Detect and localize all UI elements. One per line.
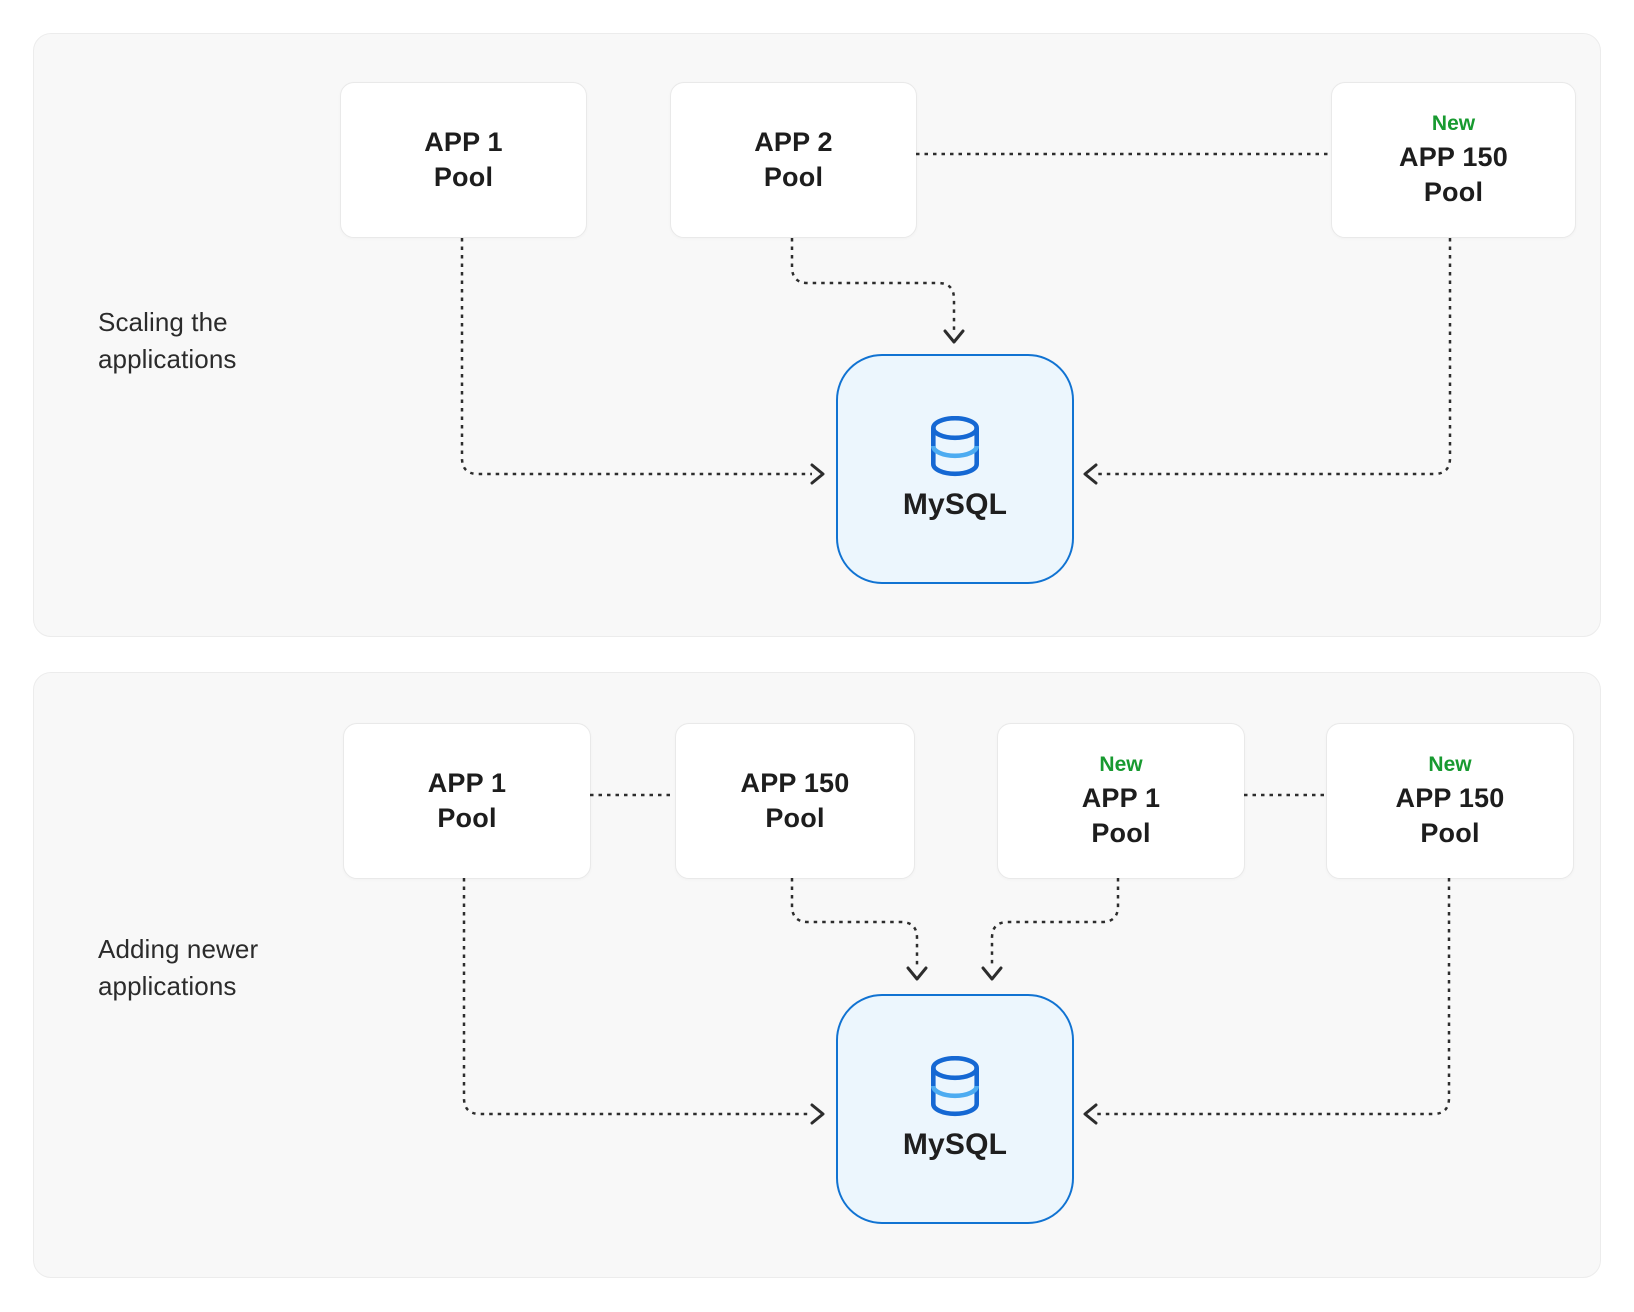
- adding-applications-panel: Adding newer applications APP 1 Pool APP…: [33, 672, 1601, 1278]
- card-title-line: APP 1: [427, 768, 507, 798]
- app150-pool-card: APP 150 Pool: [675, 723, 915, 879]
- card-title-line: Pool: [1091, 817, 1151, 848]
- new-badge: New: [1099, 752, 1143, 776]
- card-title-line: APP 1: [1081, 782, 1161, 813]
- mysql-label: MySQL: [902, 488, 1008, 521]
- database-icon: [931, 1056, 979, 1117]
- card-title-line: Pool: [1420, 817, 1480, 848]
- card-title-line: APP 1: [424, 127, 503, 157]
- panel-label-line: applications: [98, 971, 237, 1001]
- new-badge: New: [1428, 752, 1472, 776]
- card-title-line: APP 150: [1399, 141, 1508, 172]
- card-title-line: Pool: [437, 803, 497, 833]
- card-title-line: APP 2: [754, 127, 833, 157]
- app1-pool-card: APP 1 Pool: [340, 82, 587, 238]
- panel-label-scaling: Scaling the applications: [98, 304, 237, 378]
- card-title-line: APP 150: [740, 768, 850, 798]
- card-title-line: Pool: [433, 162, 494, 192]
- card-title-line: APP 150: [1395, 782, 1505, 813]
- mysql-node: MySQL: [836, 354, 1074, 584]
- mysql-node: MySQL: [836, 994, 1074, 1224]
- panel-label-line: Adding newer: [98, 934, 259, 964]
- panel-label-adding: Adding newer applications: [98, 931, 258, 1005]
- card-title-line: Pool: [763, 162, 824, 192]
- panel-label-line: Scaling the: [98, 307, 228, 337]
- new-badge: New: [1431, 111, 1476, 135]
- app1-pool-card: APP 1 Pool: [343, 723, 591, 879]
- app2-pool-card: APP 2 Pool: [670, 82, 917, 238]
- card-title-line: Pool: [765, 803, 825, 833]
- mysql-label: MySQL: [902, 1128, 1008, 1161]
- app150-pool-card-new: New APP 150 Pool: [1331, 82, 1576, 238]
- panel-label-line: applications: [98, 344, 237, 374]
- database-icon: [931, 416, 979, 477]
- scaling-applications-panel: Scaling the applications APP 1 Pool APP …: [33, 33, 1601, 637]
- card-title-line: Pool: [1423, 176, 1484, 207]
- app1-pool-card-new: New APP 1 Pool: [997, 723, 1245, 879]
- app150-pool-card-new: New APP 150 Pool: [1326, 723, 1574, 879]
